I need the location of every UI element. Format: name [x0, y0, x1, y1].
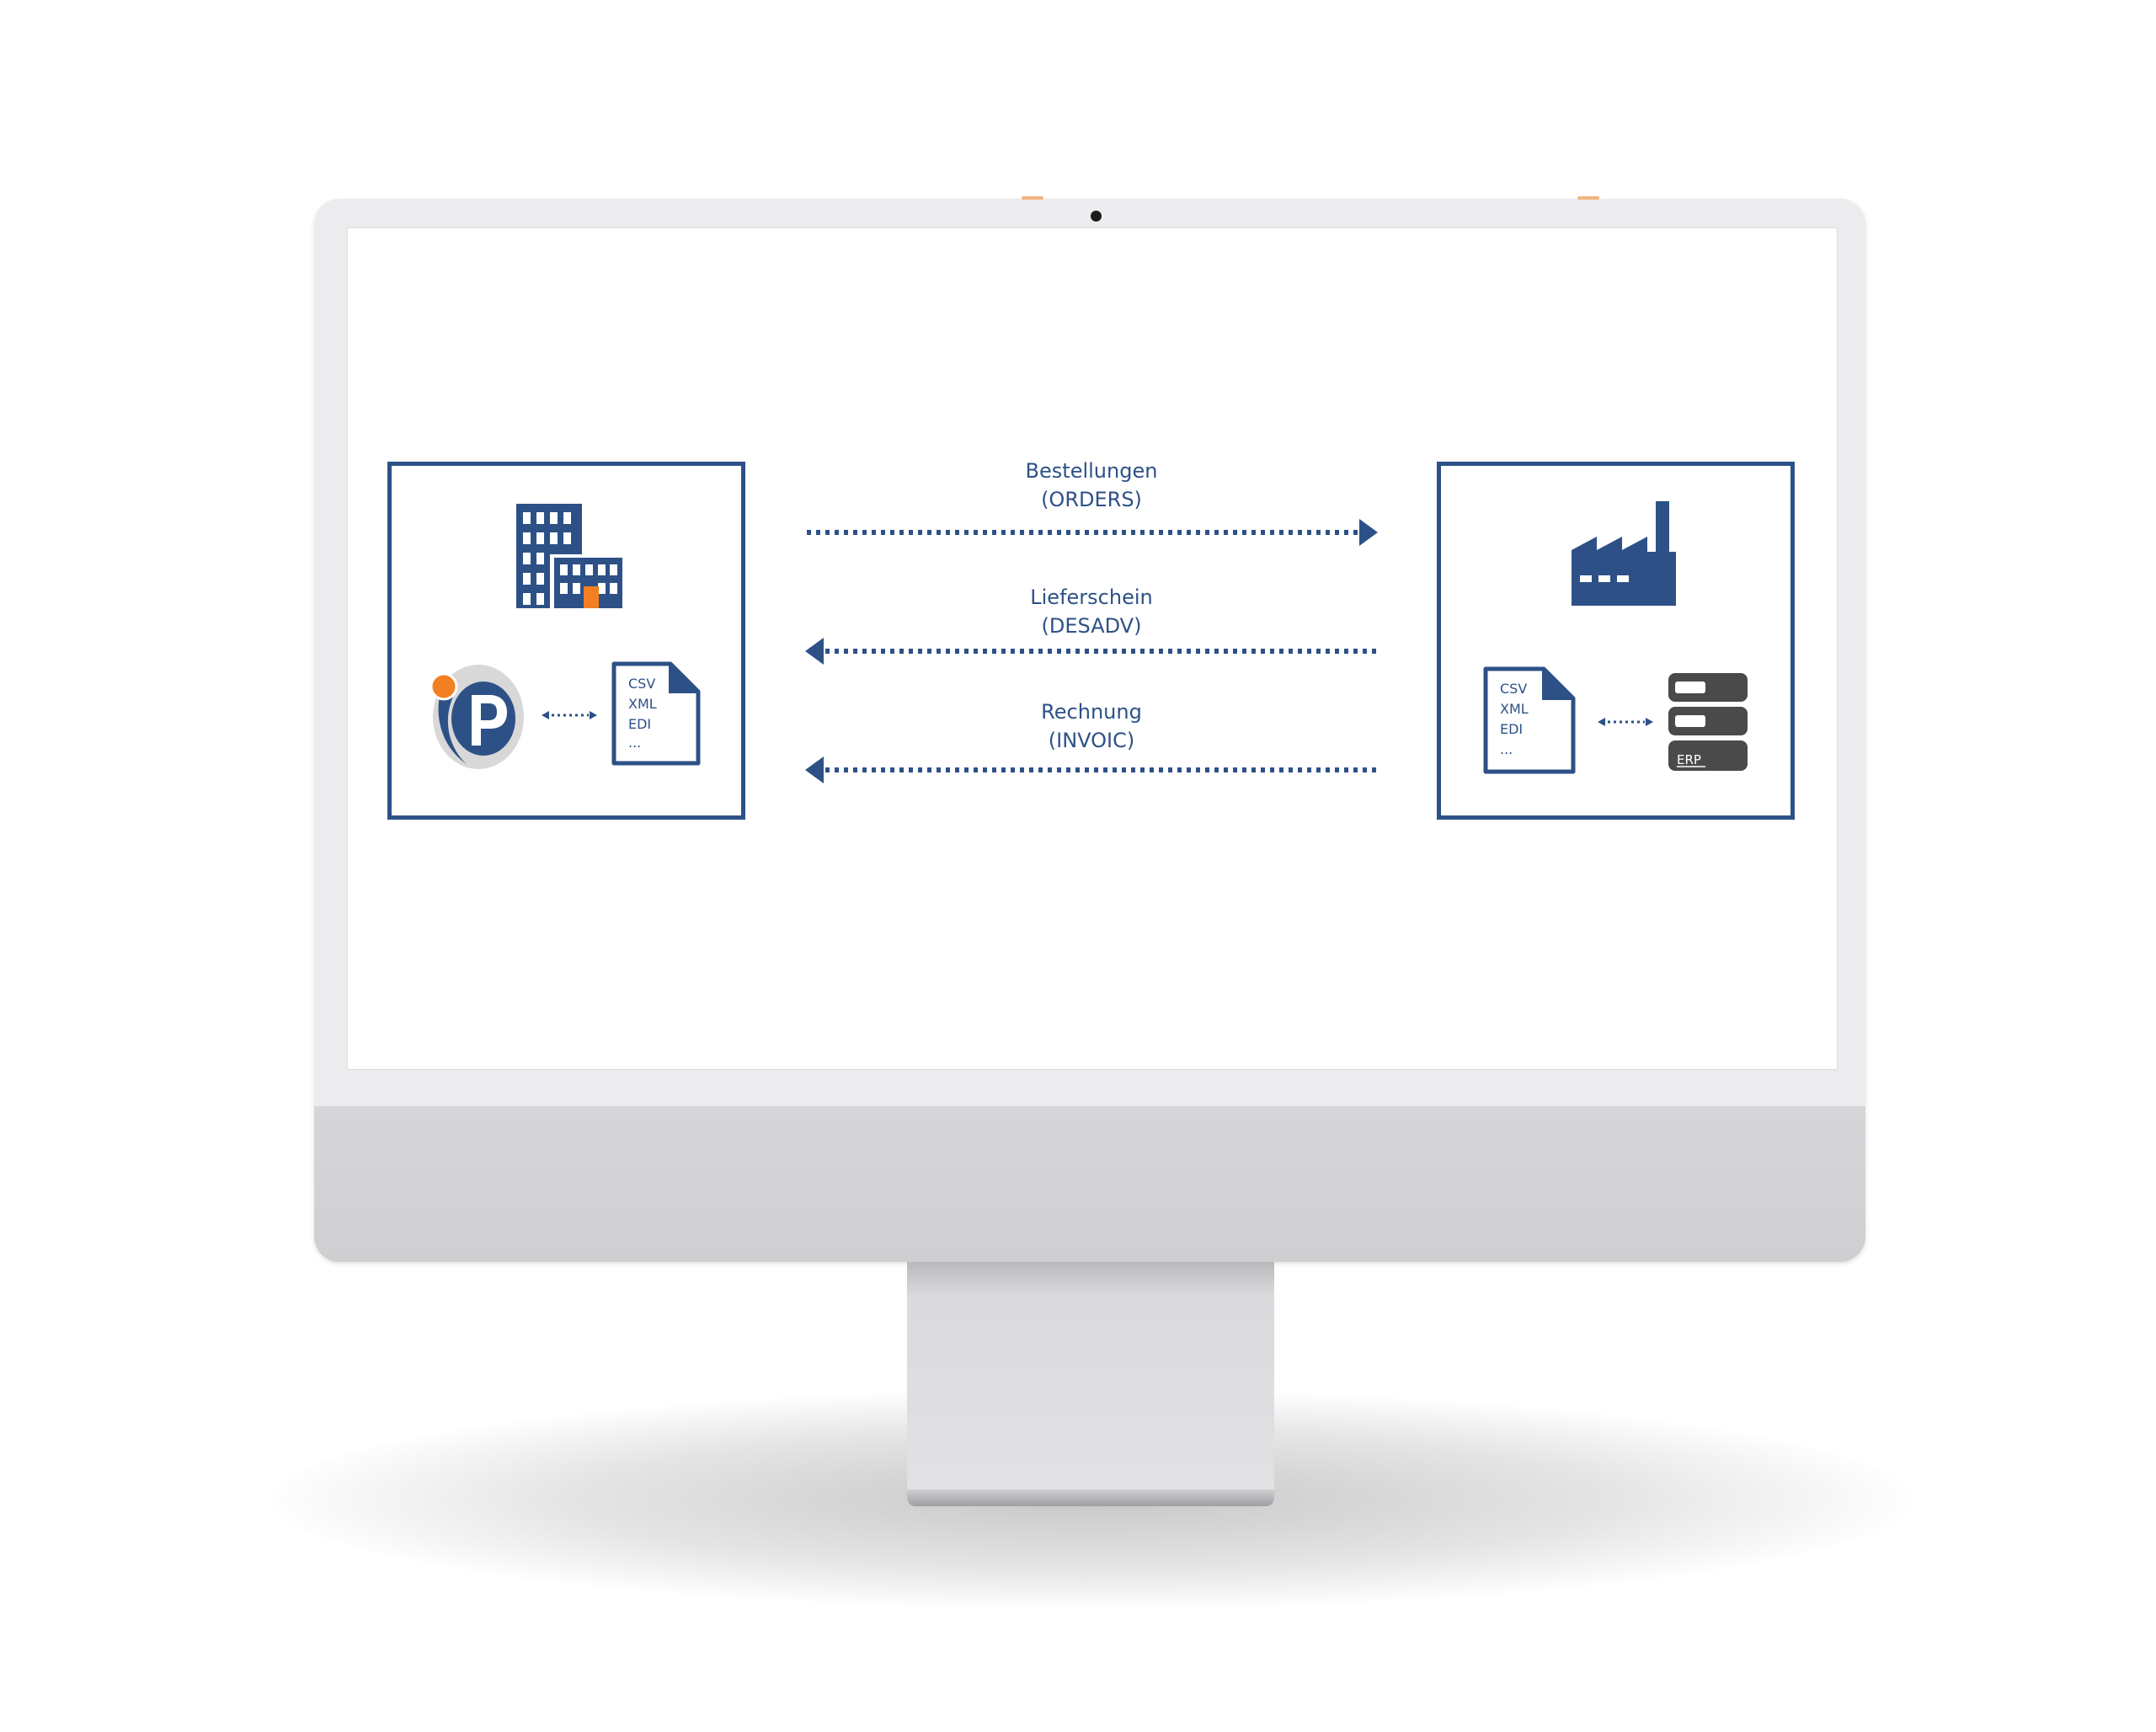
flow-code: (DESADV) — [1041, 614, 1142, 638]
monitor-stand-foot — [907, 1489, 1274, 1506]
document-line-xml: XML — [628, 696, 657, 712]
document-line-edi: EDI — [1500, 721, 1523, 737]
document-line-edi: EDI — [628, 716, 651, 732]
right-partner-box: CSV XML EDI ... ERP — [1437, 462, 1795, 820]
monitor-chin — [314, 1106, 1865, 1262]
office-building-icon — [516, 504, 622, 608]
camera-icon — [1091, 211, 1102, 222]
flow-arrow-invoic — [805, 756, 1376, 783]
monitor-stand — [907, 1262, 1274, 1502]
orange-accent — [1022, 196, 1043, 200]
flow-name: Bestellungen — [1025, 459, 1158, 483]
document-line-csv: CSV — [628, 676, 655, 692]
flow-name: Lieferschein — [1030, 585, 1153, 609]
flow-arrow-desadv — [805, 638, 1376, 665]
document-icon: CSV XML EDI ... — [1483, 666, 1576, 774]
flow-label-orders: Bestellungen (ORDERS) — [923, 457, 1260, 514]
erp-label: ERP — [1677, 752, 1701, 767]
orange-accent — [1577, 196, 1599, 200]
document-icon: CSV XML EDI ... — [611, 661, 701, 766]
bidirectional-arrow-icon — [542, 711, 597, 719]
flow-label-invoic: Rechnung (INVOIC) — [923, 698, 1260, 755]
flow-arrow-orders — [807, 519, 1378, 546]
factory-icon — [1572, 501, 1676, 606]
document-line-csv: CSV — [1500, 681, 1527, 697]
flow-code: (INVOIC) — [1048, 729, 1135, 752]
document-line-ellipsis: ... — [1500, 741, 1513, 757]
left-partner-box: CSV XML EDI ... — [387, 462, 745, 820]
erp-server-icon: ERP — [1668, 673, 1748, 771]
bidirectional-arrow-icon — [1598, 718, 1653, 726]
flow-label-desadv: Lieferschein (DESADV) — [923, 583, 1260, 640]
flow-name: Rechnung — [1041, 700, 1142, 724]
p-logo-icon — [430, 665, 524, 769]
flow-code: (ORDERS) — [1041, 488, 1142, 511]
document-line-ellipsis: ... — [628, 735, 641, 751]
document-line-xml: XML — [1500, 701, 1529, 717]
